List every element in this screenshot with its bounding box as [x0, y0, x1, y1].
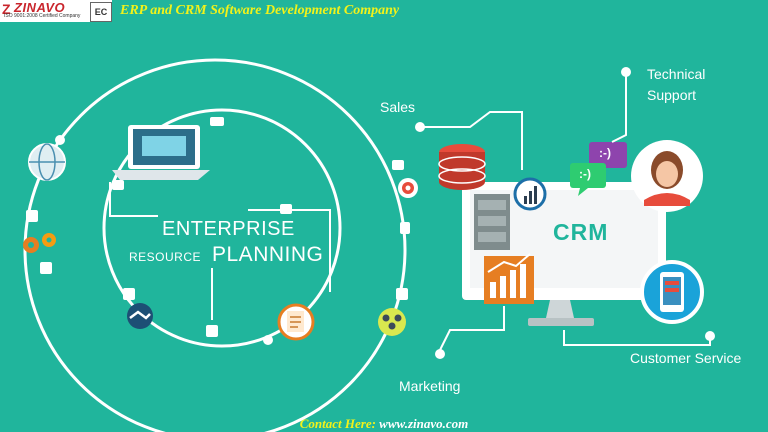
label-marketing: Marketing	[399, 378, 461, 394]
chat-bubble-icon	[570, 142, 627, 196]
connector-support	[611, 72, 627, 143]
globe-icon	[28, 143, 66, 181]
plug-connectors	[26, 117, 410, 345]
crm-title: CRM	[553, 219, 609, 245]
computer-monitor-icon	[462, 182, 666, 326]
laptop-icon	[112, 125, 210, 180]
logo-certification: ISO 9001:2008 Certified Company	[4, 13, 81, 19]
erp-text-planning: PLANNING	[212, 243, 324, 266]
label-technical: Technical	[647, 66, 706, 82]
target-icon	[398, 178, 418, 198]
company-logo[interactable]: Z ZINAVO ISO 9001:2008 Certified Company…	[0, 0, 112, 22]
connector-line	[109, 182, 158, 217]
team-icon	[378, 308, 406, 336]
gears-icon	[23, 233, 56, 253]
erp-text-enterprise: ENTERPRISE	[162, 218, 295, 240]
growth-chart-icon	[484, 253, 534, 304]
label-support: Support	[647, 87, 697, 103]
header-bar: Z ZINAVO ISO 9001:2008 Certified Company…	[0, 0, 768, 22]
logo-name: ZINAVO	[14, 0, 66, 15]
contact-label: Contact Here:	[299, 416, 376, 431]
connector-line	[248, 209, 331, 292]
emoticon-green: :-)	[579, 167, 591, 181]
logo-badge: EC	[90, 2, 112, 22]
label-sales: Sales	[380, 99, 416, 115]
footer-contact: Contact Here: www.zinavo.com	[0, 416, 768, 432]
page-title: ERP and CRM Software Development Company	[120, 3, 400, 18]
erp-text-resource: RESOURCE	[129, 250, 202, 264]
handshake-icon	[127, 303, 153, 329]
emoticon-purple: :-)	[599, 146, 611, 160]
document-icon	[277, 303, 315, 341]
connector-sales	[420, 111, 523, 170]
label-customer-service: Customer Service	[630, 350, 742, 366]
dollar-chart-icon	[513, 177, 547, 211]
user-avatar-icon	[631, 140, 703, 212]
connector-service	[563, 330, 711, 346]
connector-marketing	[439, 306, 505, 351]
inner-cycle-ring	[102, 108, 342, 348]
database-icon	[438, 144, 486, 190]
contact-url-link[interactable]: www.zinavo.com	[379, 416, 469, 431]
logo-mark-icon: Z	[2, 1, 11, 17]
smartphone-icon	[640, 260, 704, 324]
